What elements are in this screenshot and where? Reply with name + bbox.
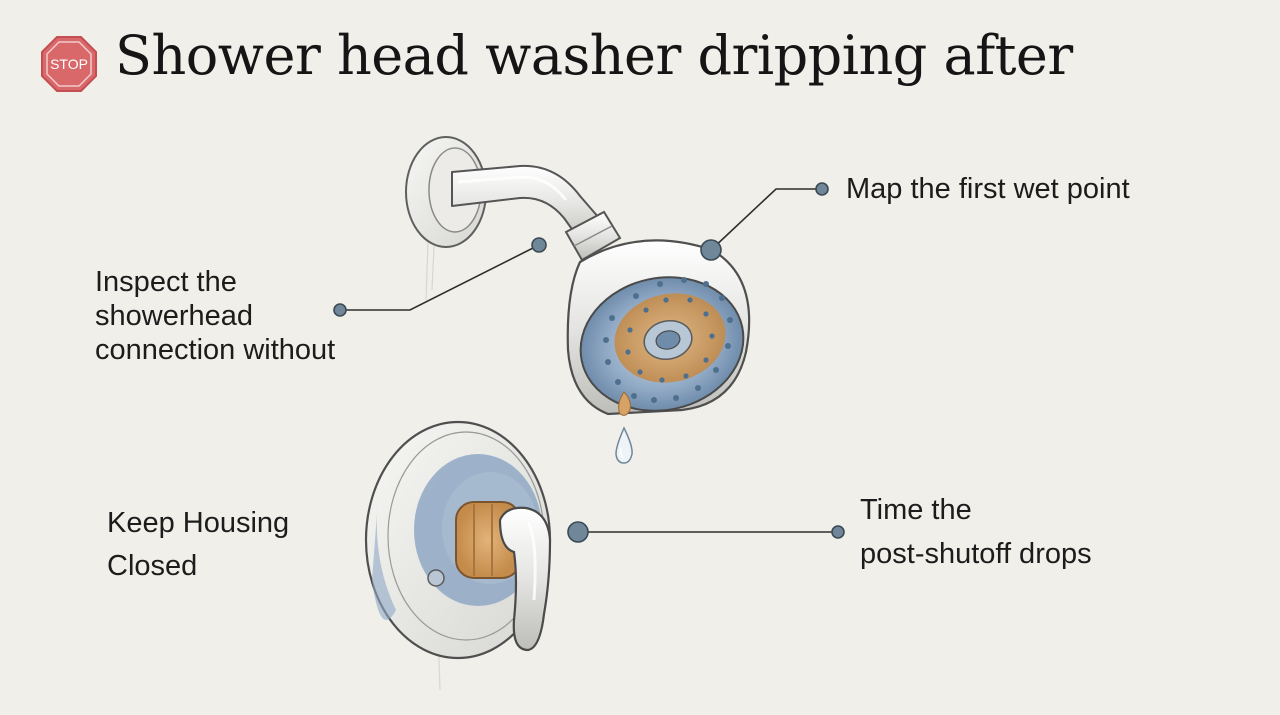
callout-time-drops: Time the post-shutoff drops [860, 488, 1092, 576]
marker-map-point [700, 239, 722, 261]
callout-text: Closed [107, 550, 198, 582]
stop-sign-text: STOP [50, 56, 88, 72]
water-drop-icon [615, 426, 633, 464]
callout-keep-housing-closed: Keep Housing Closed [107, 502, 289, 588]
shower-arm-icon [451, 164, 622, 262]
callout-text: Time the [860, 494, 972, 526]
callout-text: Inspect the [95, 266, 237, 298]
stop-sign-shape [41, 36, 97, 92]
leader-line-map [710, 188, 822, 251]
callout-text: connection without [95, 334, 336, 366]
marker-time-end [831, 525, 845, 539]
valve-trim-icon [364, 420, 552, 660]
page-title: Shower head washer dripping after [115, 24, 1073, 87]
leader-line-inspect [340, 244, 540, 311]
callout-map-first-wet-point: Map the first wet point [846, 172, 1130, 206]
callout-text: Map the first wet point [846, 173, 1130, 205]
marker-time-point [567, 521, 589, 543]
callout-inspect-showerhead: Inspect the showerhead connection withou… [95, 265, 335, 367]
callout-text: showerhead [95, 300, 253, 332]
callout-text: Keep Housing [107, 507, 290, 539]
marker-map-end [815, 182, 829, 196]
shower-head-icon [566, 239, 751, 416]
stop-sign-icon: STOP [41, 36, 97, 92]
callout-text: post-shutoff drops [860, 538, 1092, 570]
marker-inspect-end [333, 303, 347, 317]
marker-inspect-point [531, 237, 547, 253]
